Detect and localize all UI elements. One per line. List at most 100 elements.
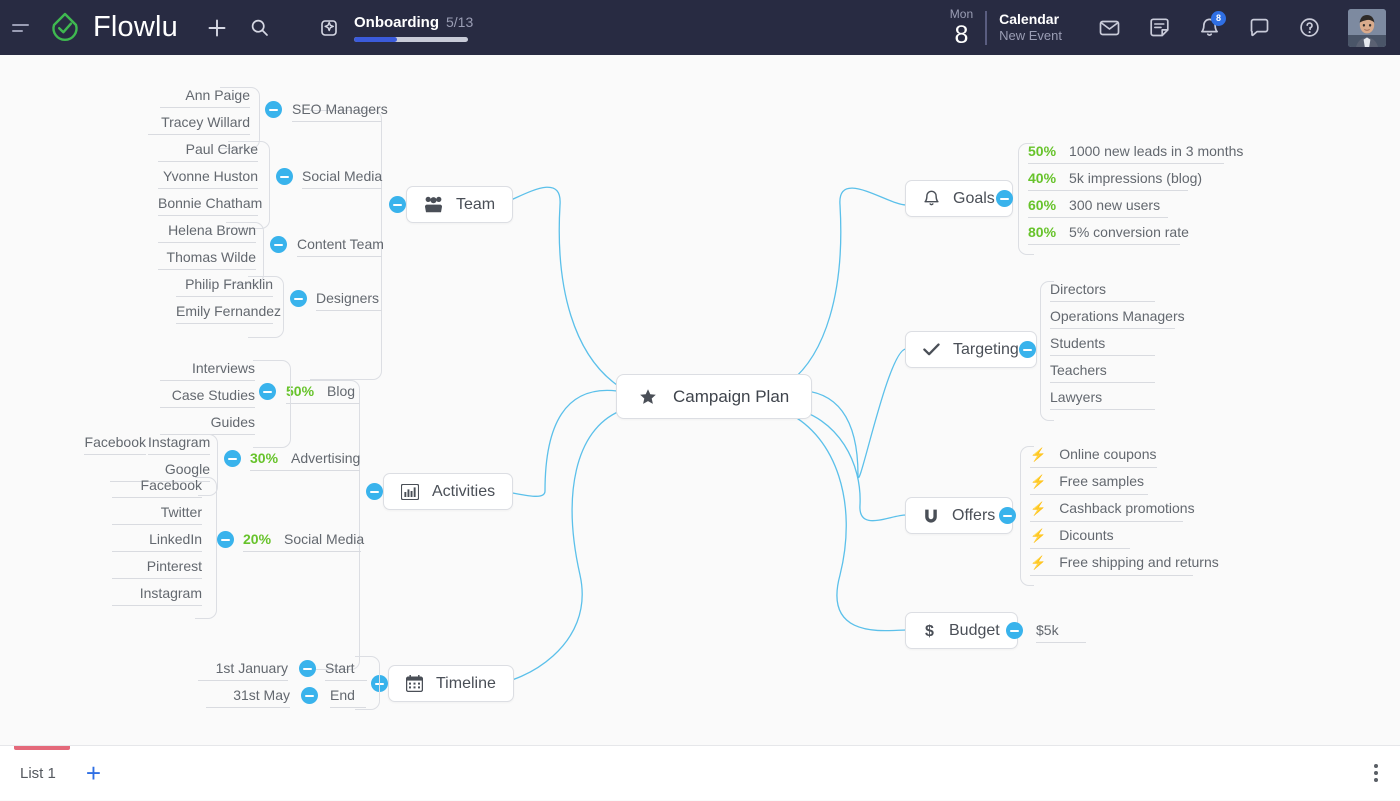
group-label-social-media-activity[interactable]: 20%Social Media [243, 531, 364, 552]
list-item[interactable]: Thomas Wilde [158, 249, 256, 270]
tab-list-1[interactable]: List 1 [0, 745, 76, 801]
toggle-timeline[interactable] [371, 675, 388, 692]
list-item[interactable]: 80%5% conversion rate [1028, 224, 1189, 245]
list-item[interactable]: Twitter [112, 504, 202, 525]
list-item[interactable]: 40%5k impressions (blog) [1028, 170, 1202, 191]
top-navigation-bar: Flowlu Onboarding 5/13 Mon 8 [0, 0, 1400, 55]
calendar-title: Calendar [999, 10, 1060, 27]
bell-icon [923, 190, 940, 207]
toggle-offers[interactable] [999, 507, 1016, 524]
list-item[interactable]: Emily Fernandez [176, 303, 281, 324]
list-item[interactable]: 1st January [198, 660, 288, 681]
bell-icon[interactable]: 8 [1192, 10, 1226, 45]
group-label-social-media-team[interactable]: Social Media [302, 168, 382, 189]
more-vertical-icon[interactable] [1374, 764, 1378, 782]
list-item[interactable]: Ann Paige [160, 87, 250, 108]
group-label-designers[interactable]: Designers [316, 290, 382, 311]
check-icon [923, 343, 940, 356]
toggle-end[interactable] [301, 687, 318, 704]
branch-node-activities[interactable]: Activities [383, 473, 514, 510]
toggle-content-team[interactable] [270, 236, 287, 253]
calendar-widget[interactable]: Mon 8 Calendar New Event [950, 8, 1062, 48]
branch-label-targeting: Targeting [953, 340, 1019, 358]
branch-label-timeline: Timeline [436, 674, 496, 692]
calendar-day-number: 8 [954, 20, 969, 49]
list-item[interactable]: Operations Managers [1050, 308, 1185, 329]
list-item[interactable]: Instagram [112, 585, 202, 606]
list-item[interactable]: Helena Brown [158, 222, 256, 243]
avatar[interactable] [1348, 8, 1386, 47]
hamburger-icon[interactable] [12, 15, 38, 41]
plus-icon[interactable] [200, 11, 234, 45]
toggle-team[interactable] [389, 196, 406, 213]
list-item[interactable]: Philip Franklin [176, 276, 273, 297]
list-item[interactable]: Bonnie Chatham [158, 195, 262, 216]
branch-node-goals[interactable]: Goals [905, 180, 1013, 217]
list-item[interactable]: Pinterest [112, 558, 202, 579]
magic-star-icon[interactable] [312, 11, 346, 45]
list-item[interactable]: ⚡Dicounts [1030, 527, 1130, 549]
active-tab-indicator [14, 745, 70, 750]
group-label-end[interactable]: End [330, 687, 366, 708]
list-item[interactable]: 31st May [206, 687, 290, 708]
onboarding-progress-fill [354, 36, 398, 42]
mail-icon[interactable] [1092, 11, 1126, 45]
help-icon[interactable] [1292, 11, 1326, 45]
list-item[interactable]: ⚡Free samples [1030, 473, 1148, 495]
group-label-advertising[interactable]: 30%Advertising [250, 450, 360, 471]
list-item[interactable]: Facebook [84, 434, 146, 455]
toggle-start[interactable] [299, 660, 316, 677]
branch-node-timeline[interactable]: Timeline [388, 665, 514, 702]
list-item[interactable]: Tracey Willard [148, 114, 250, 135]
group-label-seo-managers[interactable]: SEO Managers [292, 101, 388, 122]
toggle-social-media-activity[interactable] [217, 531, 234, 548]
toggle-goals[interactable] [996, 190, 1013, 207]
list-item[interactable]: Interviews [160, 360, 255, 381]
list-item[interactable]: 50%1000 new leads in 3 months [1028, 143, 1243, 164]
branch-node-offers[interactable]: Offers [905, 497, 1014, 534]
toggle-designers[interactable] [290, 290, 307, 307]
toggle-blog[interactable] [259, 383, 276, 400]
list-item[interactable]: Students [1050, 335, 1155, 356]
list-item[interactable]: LinkedIn [112, 531, 202, 552]
toggle-seo-managers[interactable] [265, 101, 282, 118]
list-item[interactable]: Facebook [112, 477, 202, 498]
list-item[interactable]: Guides [160, 414, 255, 435]
toggle-targeting[interactable] [1019, 341, 1036, 358]
list-item[interactable]: Teachers [1050, 362, 1155, 383]
list-item[interactable]: ⚡Cashback promotions [1030, 500, 1195, 522]
branch-label-goals: Goals [953, 189, 995, 207]
list-item[interactable]: Lawyers [1050, 389, 1155, 410]
list-item[interactable]: Google [110, 461, 210, 482]
search-icon[interactable] [242, 11, 276, 45]
list-item[interactable]: ⚡Online coupons [1030, 446, 1157, 468]
add-list-button[interactable]: + [85, 758, 102, 788]
mindmap-canvas[interactable]: Campaign Plan Team SEO Managers Social M… [0, 55, 1400, 745]
app-logo[interactable]: Flowlu [46, 9, 178, 47]
group-label-content-team[interactable]: Content Team [297, 236, 384, 257]
list-item[interactable]: Instagram [148, 434, 210, 455]
list-item[interactable]: 60%300 new users [1028, 197, 1168, 218]
divider [985, 10, 988, 45]
toggle-advertising[interactable] [224, 450, 241, 467]
chat-icon[interactable] [1242, 11, 1276, 45]
toggle-activities[interactable] [366, 483, 383, 500]
group-label-start[interactable]: Start [325, 660, 367, 681]
notification-badge: 8 [1211, 10, 1226, 26]
group-label-blog[interactable]: 50%Blog [286, 383, 360, 404]
notes-icon[interactable] [1142, 11, 1176, 45]
list-item[interactable]: Yvonne Huston [158, 168, 258, 189]
branch-node-budget[interactable]: $ Budget [905, 612, 1018, 649]
root-node[interactable]: Campaign Plan [616, 374, 813, 419]
list-item[interactable]: Case Studies [160, 387, 255, 408]
toggle-social-media-team[interactable] [276, 168, 293, 185]
root-label: Campaign Plan [673, 386, 790, 406]
list-item[interactable]: ⚡Free shipping and returns [1030, 554, 1219, 576]
list-item[interactable]: Directors [1050, 281, 1155, 302]
list-item[interactable]: Paul Clarke [158, 141, 258, 162]
onboarding-progress[interactable]: Onboarding 5/13 [354, 14, 473, 42]
list-item[interactable]: $5k [1036, 622, 1086, 643]
branch-node-team[interactable]: Team [406, 186, 514, 223]
branch-node-targeting[interactable]: Targeting [905, 331, 1037, 368]
toggle-budget[interactable] [1006, 622, 1023, 639]
